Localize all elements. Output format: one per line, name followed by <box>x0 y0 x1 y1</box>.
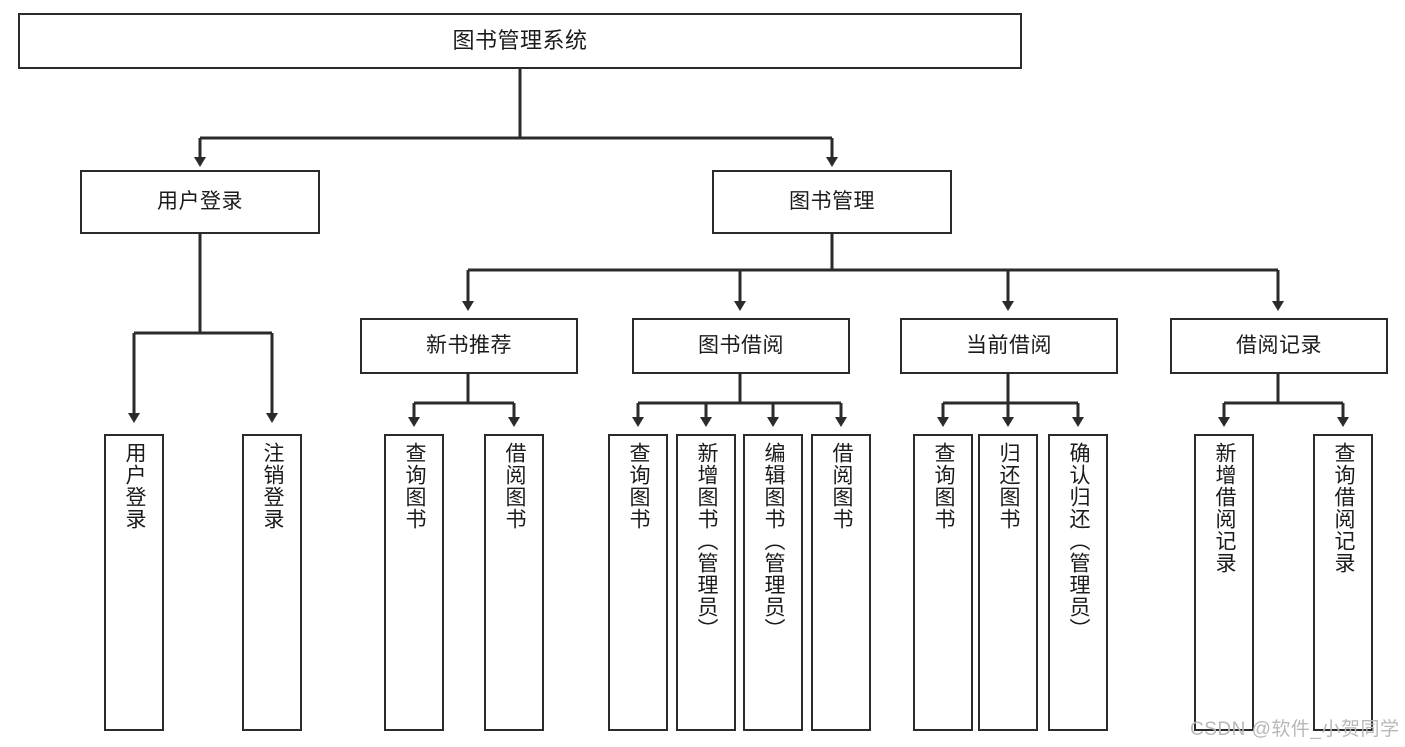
node-label: 归还图书 <box>997 442 1021 530</box>
node-label: 查询借阅记录 <box>1332 442 1356 574</box>
node-book-borrow[interactable]: 图书借阅 <box>632 318 850 374</box>
node-label: 编辑图书（管理员） <box>762 442 786 640</box>
node-borrow-records[interactable]: 借阅记录 <box>1170 318 1388 374</box>
node-root-library-system[interactable]: 图书管理系统 <box>18 13 1022 69</box>
node-label: 图书管理 <box>789 189 875 213</box>
leaf-borrow-edit-book-admin[interactable]: 编辑图书（管理员） <box>743 434 803 731</box>
leaf-borrow-query-book[interactable]: 查询图书 <box>608 434 668 731</box>
leaf-new-book-query[interactable]: 查询图书 <box>384 434 444 731</box>
node-label: 用户登录 <box>157 189 243 213</box>
leaf-records-query-record[interactable]: 查询借阅记录 <box>1313 434 1373 731</box>
node-new-book-recommend[interactable]: 新书推荐 <box>360 318 578 374</box>
node-current-borrow[interactable]: 当前借阅 <box>900 318 1118 374</box>
node-label: 当前借阅 <box>966 333 1052 357</box>
leaf-borrow-add-book-admin[interactable]: 新增图书（管理员） <box>676 434 736 731</box>
node-label: 新增图书（管理员） <box>695 442 719 640</box>
node-label: 借阅记录 <box>1236 333 1322 357</box>
node-label: 图书管理系统 <box>452 28 588 54</box>
leaf-current-return-book[interactable]: 归还图书 <box>978 434 1038 731</box>
csdn-watermark: CSDN @软件_小贺同学 <box>1190 719 1400 740</box>
node-label: 新增借阅记录 <box>1213 442 1237 574</box>
node-label: 注销登录 <box>261 442 285 530</box>
node-label: 借阅图书 <box>503 442 527 530</box>
node-user-login[interactable]: 用户登录 <box>80 170 320 234</box>
node-label: 确认归还（管理员） <box>1067 442 1091 640</box>
node-label: 查询图书 <box>932 442 956 530</box>
node-label: 查询图书 <box>403 442 427 530</box>
leaf-records-add-record[interactable]: 新增借阅记录 <box>1194 434 1254 731</box>
node-label: 借阅图书 <box>830 442 854 530</box>
leaf-current-confirm-return-admin[interactable]: 确认归还（管理员） <box>1048 434 1108 731</box>
leaf-user-login-signout[interactable]: 注销登录 <box>242 434 302 731</box>
node-label: 用户登录 <box>123 442 147 530</box>
node-book-management[interactable]: 图书管理 <box>712 170 952 234</box>
node-label: 图书借阅 <box>698 333 784 357</box>
leaf-user-login-signin[interactable]: 用户登录 <box>104 434 164 731</box>
leaf-current-query-book[interactable]: 查询图书 <box>913 434 973 731</box>
node-label: 查询图书 <box>627 442 651 530</box>
leaf-borrow-borrow-book[interactable]: 借阅图书 <box>811 434 871 731</box>
node-label: 新书推荐 <box>426 333 512 357</box>
leaf-new-book-borrow[interactable]: 借阅图书 <box>484 434 544 731</box>
